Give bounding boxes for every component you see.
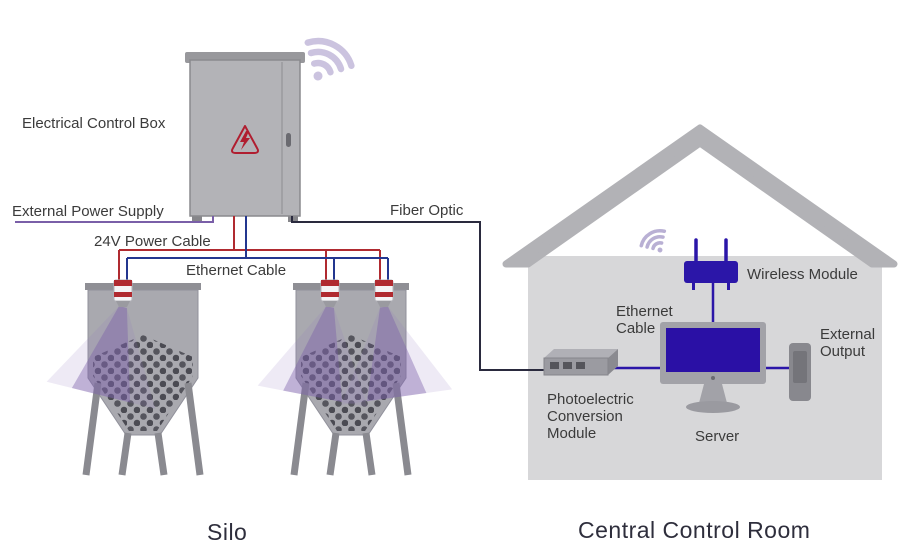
ethernet-cable-room (608, 283, 789, 370)
label-ethernet-cable-room: Ethernet Cable (616, 303, 673, 337)
external-output-device (789, 343, 811, 401)
label-line: Conversion (547, 408, 623, 425)
caption-central-control-room: Central Control Room (578, 517, 811, 543)
label-line: Ethernet (616, 303, 673, 320)
server-monitor (660, 322, 766, 413)
label-line: Output (820, 343, 866, 360)
wireless-module (684, 238, 738, 290)
label-electrical-control-box: Electrical Control Box (22, 115, 166, 132)
label-wireless-module: Wireless Module (747, 266, 858, 283)
photoelectric-conversion-module (543, 349, 618, 376)
label-line: Module (547, 425, 597, 442)
label-line: External (820, 326, 876, 343)
external-power-cable (15, 216, 214, 223)
high-voltage-warning-icon (231, 125, 259, 154)
monitor-screen (666, 328, 760, 372)
label-server: Server (695, 428, 740, 445)
label-external-power-supply: External Power Supply (12, 203, 164, 220)
house-roof (502, 124, 898, 268)
label-fiber-optic: Fiber Optic (390, 202, 464, 219)
caption-silo: Silo (207, 519, 248, 545)
label-24v-power-cable: 24V Power Cable (94, 233, 211, 250)
power-cable-24v (118, 216, 381, 284)
door-handle (286, 133, 291, 147)
electrical-control-box (185, 52, 305, 222)
label-photoelectric-conversion-module: Photoelectric Conversion Module (547, 391, 634, 442)
label-ethernet-cable-silo: Ethernet Cable (186, 262, 287, 279)
wireless-signal-icon (636, 224, 675, 262)
label-line: Photoelectric (547, 391, 634, 408)
ethernet-cable-silo (126, 216, 389, 284)
label-line: Cable (616, 320, 656, 337)
label-external-output: External Output (820, 326, 875, 360)
fiber-optic-cable (291, 216, 544, 371)
